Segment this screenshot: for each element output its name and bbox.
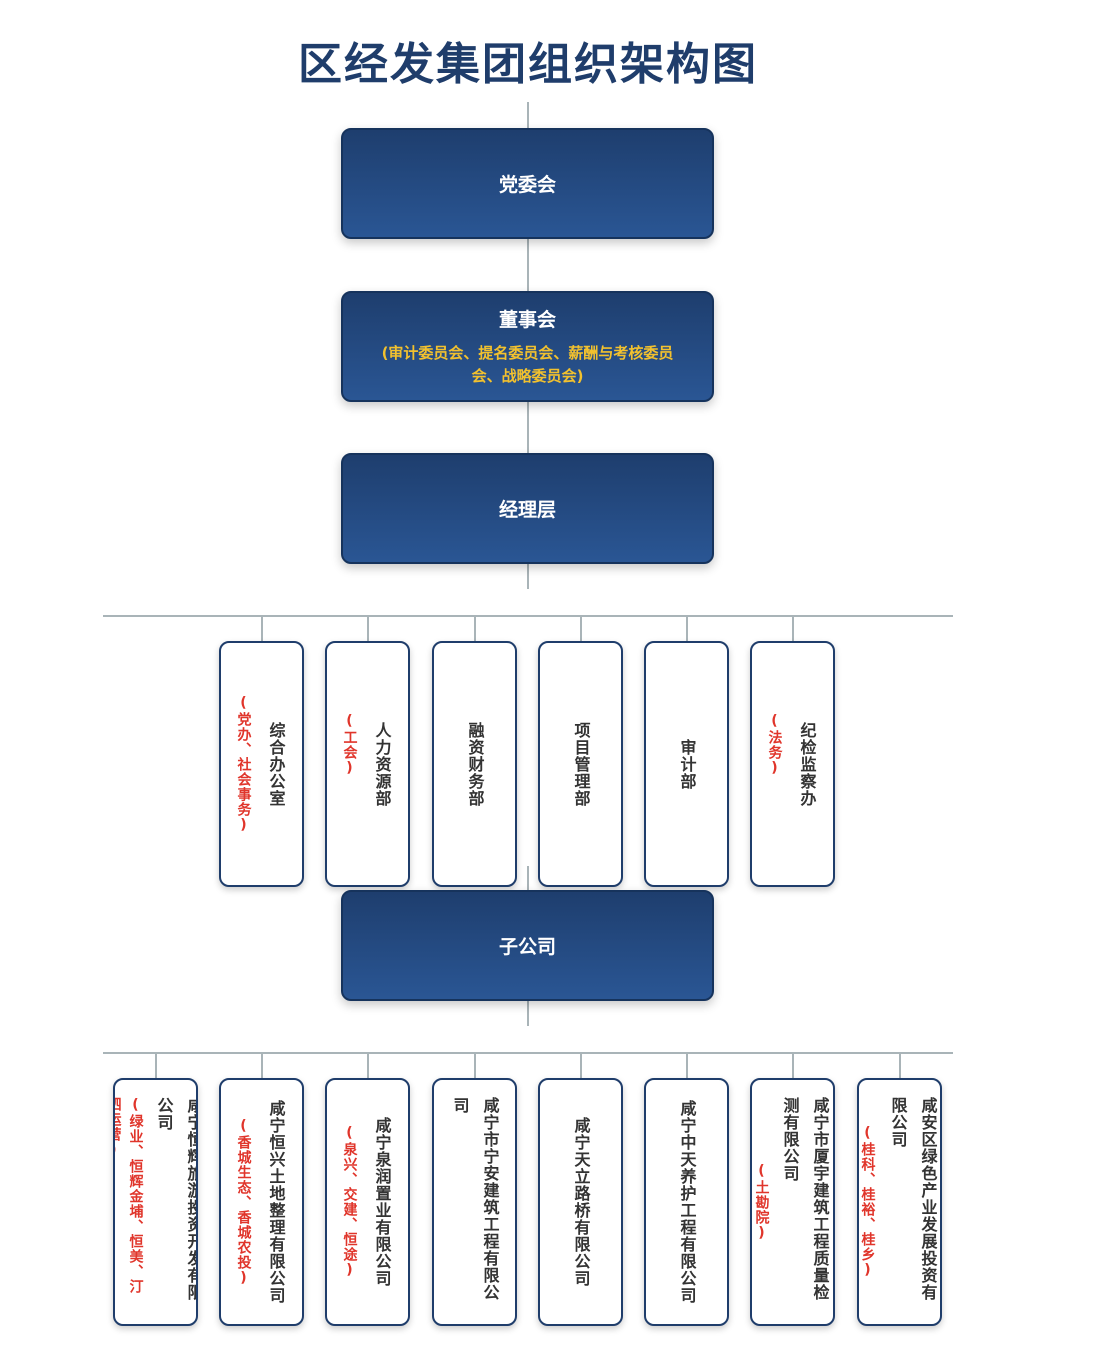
party-committee-title: 党委会 [498,174,556,196]
connector-depts-subsidiary [527,866,529,892]
department-name: 综合办公室 [266,721,286,807]
department-note: (党办、社会事务) [235,694,252,834]
connector-manager-depts [527,563,529,589]
department-bus-line [103,615,953,617]
card-connector [685,1053,688,1079]
card-connector [791,1053,794,1079]
department-note: (工会) [341,713,358,777]
party-committee-box: 党委会 [341,128,714,239]
subsidiary-card: 咸宁市厦宇建筑工程质量检测有限公司 (土勘院) [750,1078,835,1326]
card-connector [473,1053,476,1079]
department-card: 审计部 [644,641,729,887]
department-note: (法务) [766,713,783,777]
department-card: 人力资源部 (工会) [325,641,410,887]
board-of-directors-title: 董事会 [498,309,556,331]
management-box: 经理层 [341,453,714,564]
connector-party-board [527,239,529,291]
subsidiary-note: (桂科、桂裕、桂乡) [859,1125,876,1279]
department-name: 项目管理部 [571,721,591,807]
card-connector [579,1053,582,1079]
subsidiary-card: 咸宁中天养护工程有限公司 [644,1078,729,1326]
subsidiary-name: 咸宁恒兴土地整理有限公司 [266,1100,286,1304]
board-of-directors-box: 董事会 (审计委员会、提名委员会、薪酬与考核委员会、战略委员会) [341,291,714,402]
department-name: 审计部 [677,738,697,790]
subsidiary-note: (土勘院) [753,1162,770,1242]
department-name: 纪检监察办 [797,721,817,807]
card-connector [154,1053,157,1079]
subsidiary-card: 咸宁市宁安建筑工程有限公司 [432,1078,517,1326]
subsidiary-name: 咸宁恒辉旅游投资开发有限公司 [154,1097,198,1301]
card-connector [366,1053,369,1079]
subsidiary-card: 咸宁恒辉旅游投资开发有限公司 (绿业、恒辉金埔、恒美、汀泗运营) [113,1078,198,1326]
card-connector [260,1053,263,1079]
department-card: 综合办公室 (党办、社会事务) [219,641,304,887]
card-connector [260,616,263,642]
card-connector [685,616,688,642]
board-committees-note: (审计委员会、提名委员会、薪酬与考核委员会、战略委员会) [381,344,674,385]
connector-top [527,102,529,128]
card-connector [791,616,794,642]
subsidiary-name: 咸安区绿色产业发展投资有限公司 [888,1097,938,1301]
subsidiary-note: (香城生态、香城农投) [235,1117,252,1287]
card-connector [579,616,582,642]
department-name: 融资财务部 [465,721,485,807]
connector-subsidiary-companies [527,1000,529,1026]
card-connector [898,1053,901,1079]
subsidiary-name: 咸宁市宁安建筑工程有限公司 [450,1097,500,1301]
card-connector [473,616,476,642]
subsidiary-card: 咸宁天立路桥有限公司 [538,1078,623,1326]
department-card: 项目管理部 [538,641,623,887]
connector-board-manager [527,401,529,453]
subsidiary-card: 咸宁恒兴土地整理有限公司 (香城生态、香城农投) [219,1078,304,1326]
subsidiary-name: 咸宁泉润置业有限公司 [372,1117,392,1287]
subsidiary-name: 咸宁天立路桥有限公司 [571,1117,591,1287]
subsidiary-note: (绿业、恒辉金埔、恒美、汀泗运营) [113,1097,144,1294]
management-title: 经理层 [498,499,556,521]
card-connector [366,616,369,642]
department-name: 人力资源部 [372,721,392,807]
subsidiary-note: (泉兴、交建、恒途) [341,1125,358,1279]
department-card: 纪检监察办 (法务) [750,641,835,887]
chart-title: 区经发集团组织架构图 [298,39,758,90]
subsidiary-card: 咸安区绿色产业发展投资有限公司 (桂科、桂裕、桂乡) [857,1078,942,1326]
subsidiary-card: 咸宁泉润置业有限公司 (泉兴、交建、恒途) [325,1078,410,1326]
subsidiary-box: 子公司 [341,890,714,1001]
subsidiary-name: 咸宁中天养护工程有限公司 [677,1100,697,1304]
subsidiary-name: 咸宁市厦宇建筑工程质量检测有限公司 [780,1097,830,1301]
subsidiary-bus-line [103,1052,953,1054]
subsidiary-title: 子公司 [498,936,556,958]
department-card: 融资财务部 [432,641,517,887]
